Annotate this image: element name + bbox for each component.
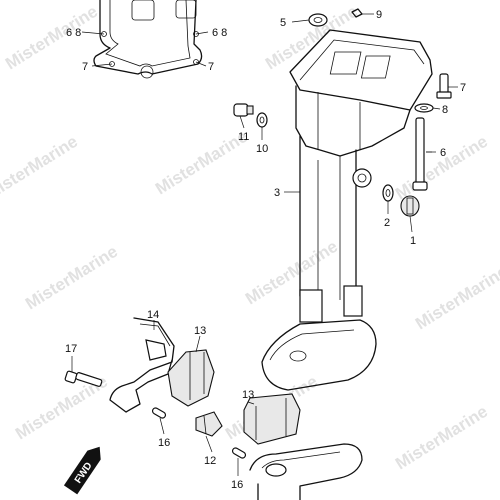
watermark: MisterMarine — [392, 132, 491, 204]
callout-label: 1 — [410, 235, 416, 247]
mount-pin — [231, 447, 247, 459]
bolt-short — [436, 73, 452, 99]
watermark: MisterMarine — [22, 242, 121, 314]
drive-shaft-housing — [261, 29, 433, 391]
callout-label: 5 — [280, 17, 286, 29]
oil-seal — [308, 13, 328, 27]
callout-labels: 6 8 6 8 7 7 5 9 7 8 11 10 3 6 2 1 14 13 … — [65, 9, 466, 491]
callout-label: 7 — [82, 61, 88, 73]
fwd-badge: FWD — [63, 446, 101, 495]
washer — [414, 103, 434, 113]
drain-plug — [400, 195, 420, 217]
callout-label: 16 — [158, 437, 170, 449]
callout-label: 2 — [384, 217, 390, 229]
callout-label: 17 — [65, 343, 77, 355]
leader-lines — [71, 13, 458, 476]
watermark: MisterMarine — [262, 2, 361, 74]
plug — [233, 103, 254, 117]
callout-label: 7 — [208, 61, 214, 73]
mount-pin — [151, 407, 167, 419]
gasket — [93, 0, 203, 79]
callout-label: 6 8 — [212, 27, 227, 39]
callout-label: 10 — [256, 143, 268, 155]
callout-label: 13 — [242, 389, 254, 401]
small-mount — [195, 411, 223, 437]
callout-label: 8 — [442, 104, 448, 116]
callout-label: 13 — [194, 325, 206, 337]
callout-label: 7 — [460, 82, 466, 94]
mount-bracket — [109, 317, 175, 413]
rubber-mount — [167, 349, 215, 407]
mount-bolt — [64, 370, 103, 387]
callout-label: 6 — [440, 147, 446, 159]
lower-bracket — [249, 443, 363, 500]
callout-label: 12 — [204, 455, 216, 467]
watermark: MisterMarine — [152, 127, 251, 199]
callout-label: 14 — [147, 309, 159, 321]
watermark: MisterMarine — [392, 402, 491, 474]
watermark: MisterMarine — [242, 237, 341, 309]
watermark: MisterMarine — [412, 262, 500, 334]
drain-gasket — [382, 184, 394, 202]
plug-gasket — [256, 112, 268, 128]
watermark: MisterMarine — [0, 132, 81, 204]
callout-label: 3 — [274, 187, 280, 199]
callout-label: 11 — [238, 131, 249, 143]
rubber-mount — [243, 393, 301, 445]
callout-label: 16 — [231, 479, 243, 491]
callout-label: 9 — [376, 9, 382, 21]
callout-label: 6 8 — [66, 27, 81, 39]
